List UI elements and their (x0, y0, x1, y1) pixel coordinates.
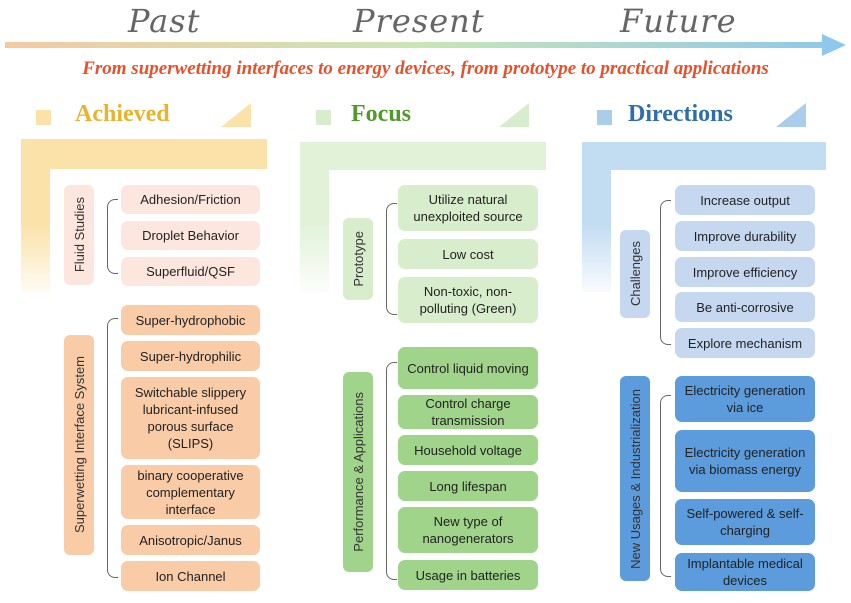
item-super-hydrophobic: Super-hydrophobic (121, 305, 260, 335)
item-electricity-ice: Electricity generation via ice (675, 376, 815, 422)
item-household-voltage: Household voltage (398, 435, 538, 465)
group-performance-applications: Performance & Applications (343, 372, 373, 572)
item-non-toxic: Non-toxic, non-polluting (Green) (398, 277, 538, 323)
group-challenges: Challenges (620, 230, 650, 318)
era-future-label: Future (620, 2, 737, 40)
group-fluid-studies: Fluid Studies (64, 185, 94, 285)
item-ion-channel: Ion Channel (121, 561, 260, 591)
group-superwetting-interface-system: Superwetting Interface System (64, 335, 94, 555)
item-control-liquid: Control liquid moving (398, 347, 538, 389)
item-nanogenerators: New type of nanogenerators (398, 507, 538, 553)
group-label-fluid-studies: Fluid Studies (71, 197, 87, 273)
column-title-achieved: Achieved (75, 101, 170, 127)
item-droplet-behavior: Droplet Behavior (121, 221, 260, 250)
directions-square-icon (597, 110, 612, 125)
group-label-performance-applications: Performance & Applications (350, 392, 366, 552)
item-long-lifespan: Long lifespan (398, 471, 538, 501)
focus-frame-vertical (300, 142, 329, 292)
focus-frame (300, 142, 546, 170)
focus-triangle-icon (499, 103, 529, 127)
item-anti-corrosive: Be anti-corrosive (675, 292, 815, 322)
brace-fluid-studies (107, 199, 118, 274)
item-increase-output: Increase output (675, 185, 815, 215)
brace-performance (386, 362, 397, 580)
era-past-label: Past (128, 2, 201, 40)
item-natural-source: Utilize natural unexploited source (398, 185, 538, 231)
item-anisotropic-janus: Anisotropic/Janus (121, 525, 260, 555)
diagram-subtitle: From superwetting interfaces to energy d… (82, 58, 769, 79)
brace-challenges (660, 200, 671, 345)
achieved-frame (21, 139, 267, 169)
focus-square-icon (316, 110, 331, 125)
achieved-frame-vertical (21, 139, 50, 294)
group-label-prototype: Prototype (350, 231, 366, 287)
column-title-directions: Directions (628, 101, 733, 127)
timeline-arrow (5, 42, 831, 48)
item-low-cost: Low cost (398, 239, 538, 269)
item-slips: Switchable slippery lubricant-infused po… (121, 377, 260, 459)
item-binary-cooperative: binary cooperative complementary interfa… (121, 465, 260, 519)
directions-frame-vertical (582, 142, 611, 292)
item-improve-durability: Improve durability (675, 221, 815, 251)
group-label-challenges: Challenges (627, 241, 643, 307)
item-explore-mechanism: Explore mechanism (675, 328, 815, 358)
item-super-hydrophilic: Super-hydrophilic (121, 341, 260, 371)
brace-prototype (386, 203, 397, 315)
group-label-new-usages-industrialization: New Usages & Industrialization (627, 388, 643, 569)
achieved-square-icon (36, 110, 51, 125)
item-improve-efficiency: Improve efficiency (675, 257, 815, 287)
item-batteries: Usage in batteries (398, 560, 538, 590)
group-new-usages-industrialization: New Usages & Industrialization (620, 376, 650, 581)
item-superfluid-qsf: Superfluid/QSF (121, 257, 260, 286)
brace-new-usages (660, 395, 671, 577)
item-adhesion-friction: Adhesion/Friction (121, 185, 260, 214)
era-present-label: Present (353, 2, 485, 40)
group-prototype: Prototype (343, 218, 373, 300)
item-electricity-biomass: Electricity generation via biomass energ… (675, 430, 815, 492)
item-self-powered: Self-powered & self-charging (675, 499, 815, 545)
timeline-arrowhead-icon (822, 34, 846, 56)
group-label-superwetting-interface-system: Superwetting Interface System (71, 356, 87, 534)
item-control-charge: Control charge transmission (398, 395, 538, 429)
brace-superwetting (107, 318, 118, 578)
achieved-triangle-icon (221, 103, 251, 127)
item-implantable-devices: Implantable medical devices (675, 553, 815, 591)
directions-frame (582, 142, 826, 170)
directions-triangle-icon (776, 103, 806, 127)
column-title-focus: Focus (351, 101, 411, 127)
